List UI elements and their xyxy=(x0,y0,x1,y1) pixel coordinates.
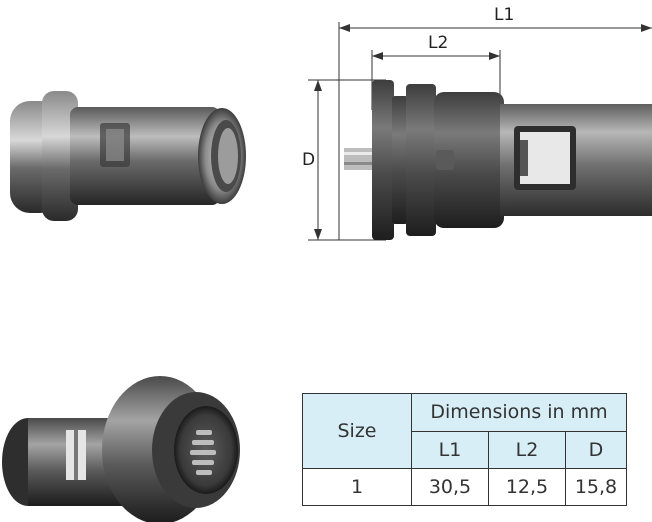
column-header-l1: L1 xyxy=(411,430,489,469)
dimensions-table: Size Dimensions in mm L1 L2 D 1 30,5 12,… xyxy=(302,393,627,506)
cell-d: 15,8 xyxy=(565,468,627,506)
cell-size: 1 xyxy=(302,468,412,506)
column-header-l2: L2 xyxy=(488,430,566,469)
table-row: 1 30,5 12,5 15,8 xyxy=(302,468,627,506)
connector-dimension-drawing xyxy=(308,22,652,241)
dim-label-l2: L2 xyxy=(428,33,449,53)
column-header-d: D xyxy=(565,430,627,469)
connector-front-view-image xyxy=(2,376,240,522)
connector-side-view-image xyxy=(10,91,246,221)
size-header: Size xyxy=(302,393,412,469)
dim-label-d: D xyxy=(302,150,316,170)
cell-l2: 12,5 xyxy=(488,468,566,506)
dimensions-header: Dimensions in mm xyxy=(411,393,627,432)
dim-label-l1: L1 xyxy=(494,5,515,25)
cell-l1: 30,5 xyxy=(411,468,489,506)
